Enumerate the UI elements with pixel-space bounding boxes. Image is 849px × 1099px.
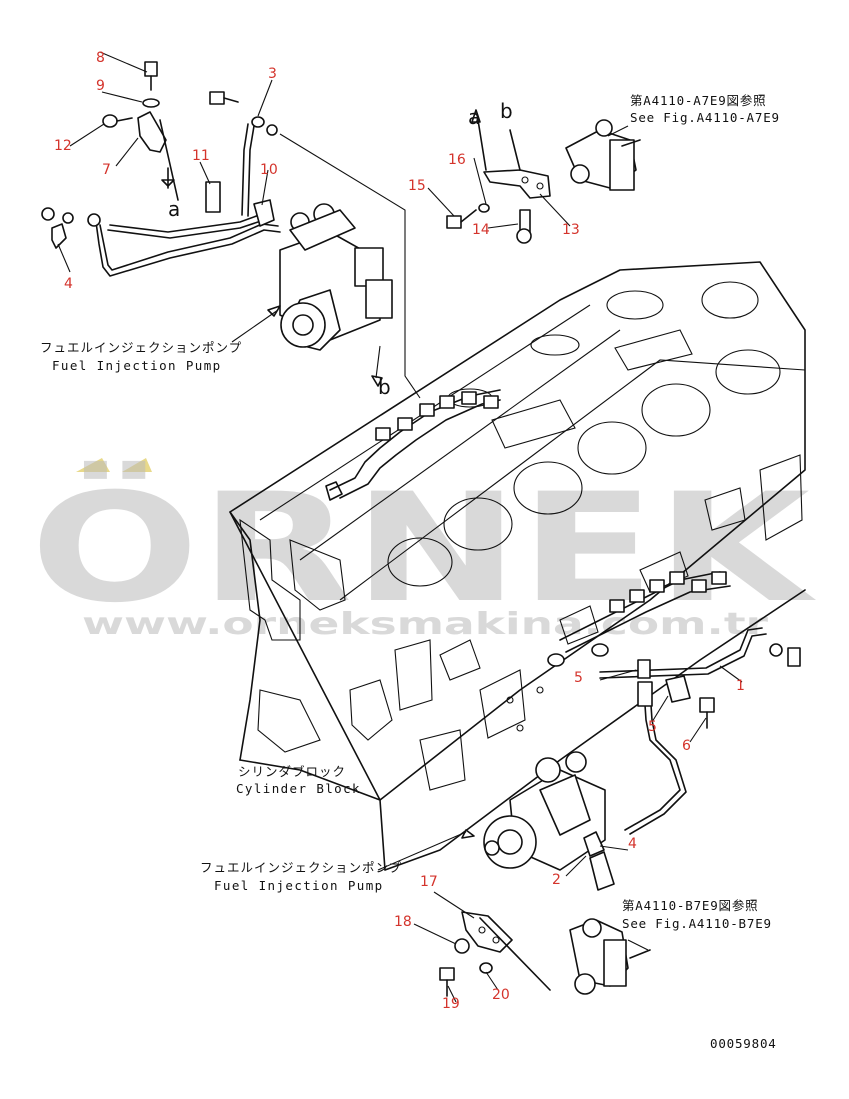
callout-13: 13	[562, 222, 580, 238]
callout-12: 12	[54, 138, 72, 154]
callout-17: 17	[420, 874, 438, 890]
callout-4a: 4	[64, 276, 73, 292]
callout-14: 14	[472, 222, 490, 238]
top-hardware	[102, 61, 278, 227]
pump-label-top-en: Fuel Injection Pump	[52, 358, 222, 373]
pump-label-top-jp: フュエルインジェクションポンプ	[40, 340, 242, 355]
callout-1: 1	[736, 678, 745, 694]
figure-ref-bottom-en: See Fig.A4110-B7E9	[622, 916, 772, 931]
fuel-injection-pump-bottom	[483, 751, 606, 871]
callout-4b: 4	[628, 836, 637, 852]
figure-ref-top-en: See Fig.A4110-A7E9	[630, 110, 780, 125]
callout-7: 7	[102, 162, 111, 178]
drawing-number: 00059804	[710, 1036, 777, 1051]
watermark-brand: ÖRNEK	[30, 460, 816, 636]
callout-20: 20	[492, 987, 510, 1003]
labels: フュエルインジェクションポンプ Fuel Injection Pump シリンダ…	[40, 93, 780, 1051]
callout-10: 10	[260, 162, 278, 178]
callout-6: 6	[682, 738, 691, 754]
callout-16: 16	[448, 152, 466, 168]
view-letters: a b a b	[168, 99, 513, 399]
callout-18: 18	[394, 914, 412, 930]
callout-19: 19	[442, 996, 460, 1012]
watermark-accent-right	[122, 458, 152, 472]
callout-5b: 5	[648, 719, 657, 735]
block-label-jp: シリンダブロック	[238, 764, 346, 779]
pump-label-bottom-en: Fuel Injection Pump	[214, 878, 384, 893]
callouts: 1 2 3 4 4 5 5 6 7 8 9 10 11 12 13 14 15 …	[54, 50, 745, 1012]
callout-2: 2	[552, 872, 561, 888]
callout-8: 8	[96, 50, 105, 66]
bracket-detail-top	[446, 109, 641, 244]
callout-9: 9	[96, 78, 105, 94]
leader-lines	[57, 51, 743, 1003]
watermark-accent-left	[76, 458, 110, 472]
lower-piping	[583, 627, 801, 891]
callout-11: 11	[192, 148, 210, 164]
bracket-detail-bottom	[439, 911, 651, 997]
block-label-en: Cylinder Block	[236, 781, 361, 796]
callout-15: 15	[408, 178, 426, 194]
leak-off-tube	[41, 123, 281, 277]
fuel-injection-pump-top	[279, 203, 393, 351]
view-letter-b-right: b	[500, 99, 513, 123]
watermark: ÖRNEK www.orneksmakina.com.tr	[30, 458, 816, 642]
callout-3: 3	[268, 66, 277, 82]
view-letter-a-left: a	[168, 197, 180, 221]
view-letter-a-right: a	[468, 105, 480, 129]
figure-ref-top-jp: 第A4110-A7E9図参照	[630, 93, 766, 108]
figure-ref-bottom-jp: 第A4110-B7E9図参照	[622, 898, 758, 913]
callout-5a: 5	[574, 670, 583, 686]
view-letter-b-left: b	[378, 375, 391, 399]
injection-lines-upper	[325, 389, 501, 501]
watermark-url: www.orneksmakina.com.tr	[82, 607, 768, 642]
pump-label-bottom-jp: フュエルインジェクションポンプ	[200, 860, 402, 875]
injection-lines-lower	[547, 571, 731, 667]
